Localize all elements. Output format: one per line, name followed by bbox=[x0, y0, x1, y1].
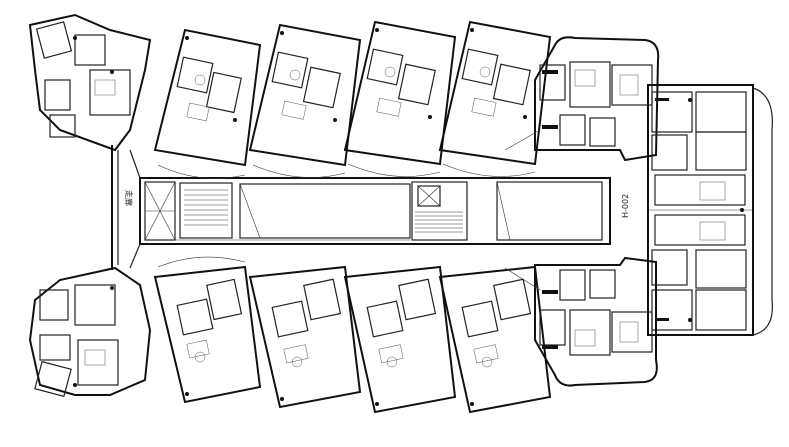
stair-center bbox=[411, 181, 468, 241]
stair-left bbox=[179, 182, 233, 239]
right-wing bbox=[647, 84, 773, 336]
unit-top-4 bbox=[438, 20, 552, 177]
unit-bottom-right-end bbox=[534, 256, 658, 387]
side-label: 走廊 bbox=[124, 190, 134, 206]
bottom-row-units bbox=[153, 256, 552, 414]
unit-bottom-left-end bbox=[28, 266, 152, 398]
unit-top-2 bbox=[248, 23, 362, 178]
unit-bottom-1 bbox=[153, 256, 262, 404]
diagonal-connectors bbox=[129, 129, 541, 291]
central-corridor bbox=[139, 177, 611, 245]
unit-bottom-3 bbox=[343, 265, 457, 414]
unit-top-1 bbox=[153, 28, 262, 179]
unit-top-left-end bbox=[28, 13, 152, 152]
unit-top-3 bbox=[343, 20, 457, 177]
unit-bottom-2 bbox=[248, 265, 362, 409]
unit-top-right-end bbox=[534, 36, 660, 162]
unit-bottom-4 bbox=[438, 265, 552, 414]
level-label: H-002 bbox=[621, 194, 630, 218]
top-row-units bbox=[153, 20, 552, 179]
left-link-wall bbox=[111, 145, 119, 270]
